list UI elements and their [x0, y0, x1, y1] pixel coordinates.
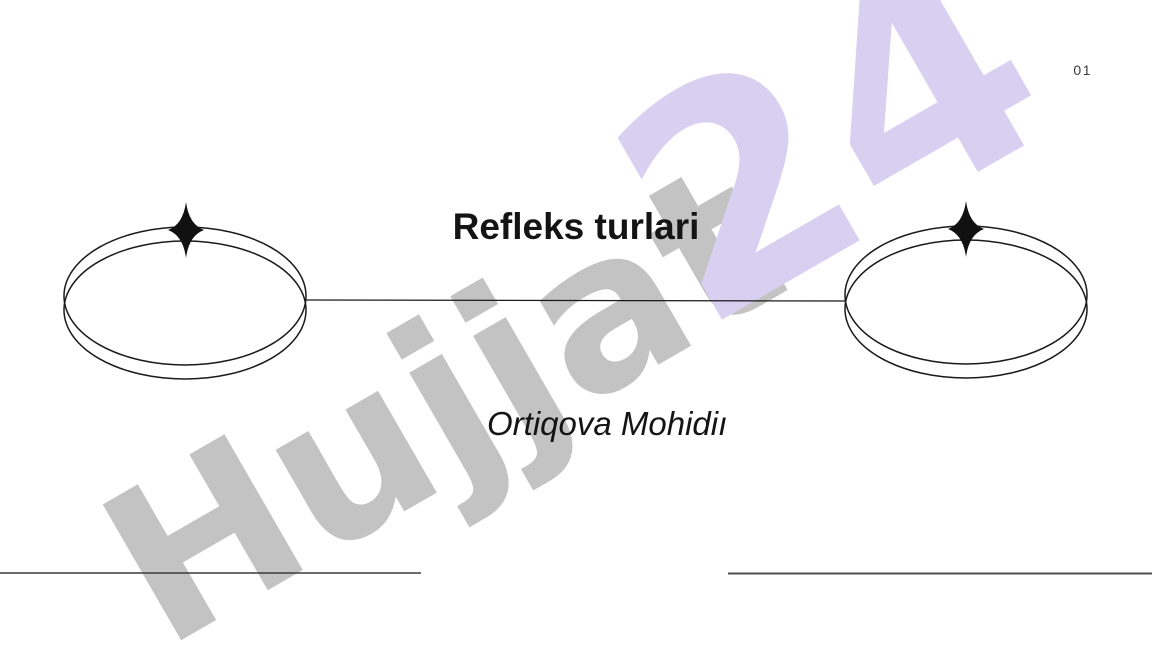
- sparkle-icon: [948, 201, 984, 257]
- slide-subtitle: Ortiqova Mohidiı: [487, 405, 728, 442]
- right-ellipse-lower: [844, 239, 1088, 379]
- slide-title: Refleks turlari: [452, 206, 700, 247]
- page-number: 01: [1073, 62, 1092, 78]
- connector-line: [304, 299, 847, 302]
- sparkle-icon: [168, 202, 204, 258]
- left-ellipse-lower: [63, 240, 307, 380]
